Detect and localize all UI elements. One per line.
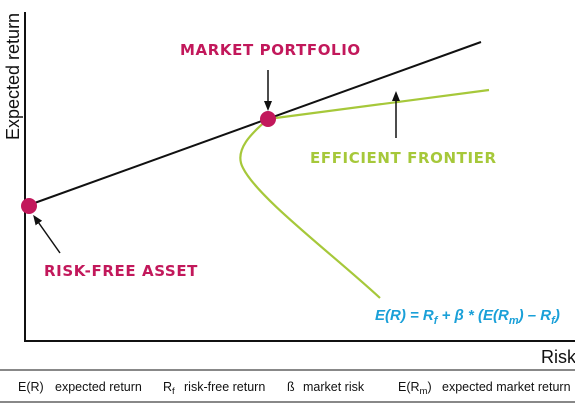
efficient-frontier-curve bbox=[239, 88, 490, 299]
capital-market-line bbox=[28, 41, 482, 206]
x-axis-label: Risk bbox=[541, 347, 575, 367]
formula-part-2: + β * (E(R bbox=[437, 307, 509, 324]
risk-free-asset-point bbox=[21, 198, 37, 214]
y-axis-label: Expected return bbox=[3, 13, 23, 140]
legend-key-expected-return: E(R) bbox=[18, 380, 44, 394]
formula-part-4: ) bbox=[553, 307, 560, 324]
market-portfolio-label: MARKET PORTFOLIO bbox=[180, 41, 361, 59]
legend-key-risk-free-return: Rf bbox=[163, 380, 175, 397]
efficient-frontier-label: EFFICIENT FRONTIER bbox=[310, 149, 497, 167]
formula-part-1: E(R) = R bbox=[375, 307, 434, 324]
legend-key-expected-market-return: E(Rm) bbox=[398, 380, 432, 397]
legend-desc-expected-market-return: expected market return bbox=[442, 380, 571, 394]
formula-part-3: ) – R bbox=[517, 307, 552, 324]
legend-key-market-risk: ß bbox=[287, 380, 295, 394]
formula-sub-1: f bbox=[434, 315, 439, 327]
legend: E(R) expected return Rf risk-free return… bbox=[18, 380, 571, 397]
legend-desc-risk-free-return: risk-free return bbox=[184, 380, 265, 394]
formula-sub-3: f bbox=[551, 315, 556, 327]
risk-free-asset-arrow bbox=[33, 214, 61, 254]
risk-free-asset-label: RISK-FREE ASSET bbox=[44, 262, 198, 280]
market-portfolio-point bbox=[260, 111, 276, 127]
capm-formula: E(R) = Rf + β * (E(Rm) – Rf) bbox=[375, 307, 560, 327]
formula-sub-2: m bbox=[509, 315, 519, 327]
legend-desc-expected-return: expected return bbox=[55, 380, 142, 394]
legend-desc-market-risk: market risk bbox=[303, 380, 365, 394]
